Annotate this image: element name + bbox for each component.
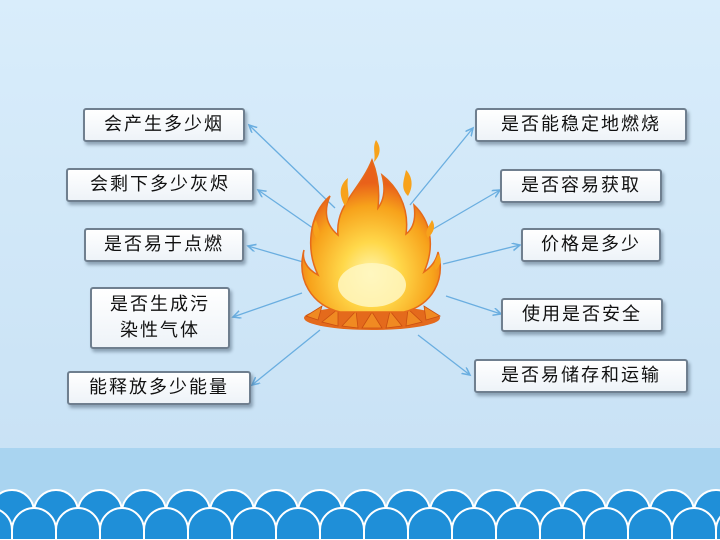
arrow-right-2 [427,190,500,233]
arrow-right-4 [445,295,501,314]
label-price: 价格是多少 [521,228,661,262]
label-safety: 使用是否安全 [501,298,663,332]
label-storage-text: 是否易储存和运输 [501,365,661,386]
arrow-left-2 [258,190,321,234]
label-smoke: 会产生多少烟 [83,108,245,142]
label-storage: 是否易储存和运输 [474,359,688,393]
arrow-left-4 [233,292,303,317]
label-ignite-text: 是否易于点燃 [104,234,224,255]
label-ash: 会剩下多少灰烬 [66,168,254,202]
label-ignite: 是否易于点燃 [84,228,244,262]
label-stable-burn-text: 是否能稳定地燃烧 [501,114,661,135]
label-safety-text: 使用是否安全 [522,304,642,325]
arrow-right-3 [442,245,520,265]
arrow-left-3 [248,246,304,263]
label-ash-text: 会剩下多少灰烬 [90,174,230,195]
label-smoke-text: 会产生多少烟 [104,114,224,135]
wave-scallop [715,515,720,540]
arrow-left-5 [252,329,321,385]
label-obtain-text: 是否容易获取 [521,175,641,196]
label-energy-text: 能释放多少能量 [89,377,229,398]
arrow-left-1 [249,125,336,209]
arrow-right-5 [417,334,470,375]
arrow-right-1 [409,128,473,206]
label-obtain: 是否容易获取 [500,169,662,203]
label-energy: 能释放多少能量 [67,371,251,405]
label-pollution: 是否生成污 染性气体 [90,287,230,349]
label-pollution-line1: 是否生成污 [110,294,210,315]
label-price-text: 价格是多少 [541,234,641,255]
label-stable-burn: 是否能稳定地燃烧 [475,108,687,142]
label-pollution-line2: 染性气体 [120,320,200,341]
